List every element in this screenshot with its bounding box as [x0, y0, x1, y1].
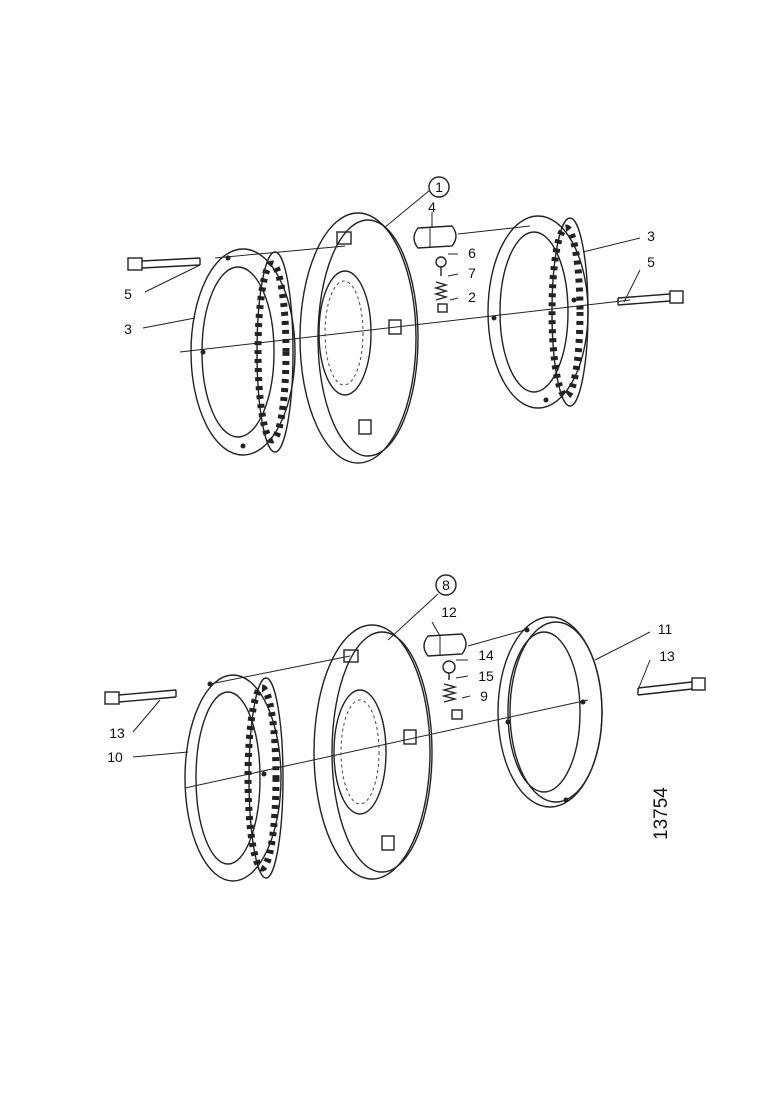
lower-guide-line: [467, 629, 526, 647]
upper-spring-7: [433, 281, 449, 301]
callout-label-13-left: 13: [109, 725, 125, 741]
upper-axis-line: [179, 299, 631, 353]
upper-left-ring: [190, 248, 296, 456]
upper-assembly: 1 4 6 7 2 5 3 3 5: [124, 176, 684, 464]
callout-label-6: 6: [468, 245, 476, 261]
callout-label-3-right: 3: [647, 228, 655, 244]
callout-label-5-left: 5: [124, 286, 132, 302]
callout-label-3-left: 3: [124, 321, 132, 337]
callout-label-15: 15: [478, 668, 494, 684]
callout-label-7: 7: [468, 265, 476, 281]
callout-label-5-right: 5: [647, 254, 655, 270]
upper-left-bolt: [127, 257, 201, 271]
lower-synchro-plate: [313, 624, 433, 880]
callout-label-1: 1: [435, 179, 443, 195]
upper-guide-line: [457, 225, 531, 235]
lower-right-bolt: [637, 677, 706, 696]
upper-pawl-2: [437, 303, 448, 313]
callout-label-10: 10: [107, 749, 123, 765]
lower-pin-12: [423, 633, 467, 657]
callout-label-14: 14: [478, 647, 494, 663]
callout-label-4: 4: [428, 199, 436, 215]
callout-label-2: 2: [468, 289, 476, 305]
lower-pawl-9: [451, 709, 463, 720]
upper-guide-line: [214, 245, 346, 259]
callout-circle-1: [428, 176, 450, 198]
callout-label-12: 12: [441, 604, 457, 620]
lower-assembly: 8 12 14 15 9 11 13 13 10: [104, 574, 706, 882]
upper-right-bolt: [617, 290, 684, 306]
upper-right-ring: [487, 215, 589, 409]
upper-plunger-6: [435, 256, 447, 276]
lower-guide-line: [209, 655, 351, 685]
callout-label-8: 8: [442, 577, 450, 593]
callout-label-9: 9: [480, 688, 488, 704]
lower-spring-15: [441, 683, 458, 703]
figure-number: 13754: [651, 787, 672, 840]
lower-left-ring: [184, 674, 284, 882]
callout-label-13-right: 13: [659, 648, 675, 664]
upper-pin-4: [413, 225, 457, 249]
lower-plunger-14: [442, 660, 456, 680]
lower-right-ring: [497, 616, 603, 808]
upper-synchro-plate: [299, 212, 419, 464]
callout-label-11: 11: [658, 621, 673, 637]
callout-circle-8: [435, 574, 457, 596]
lower-left-bolt: [104, 689, 177, 705]
